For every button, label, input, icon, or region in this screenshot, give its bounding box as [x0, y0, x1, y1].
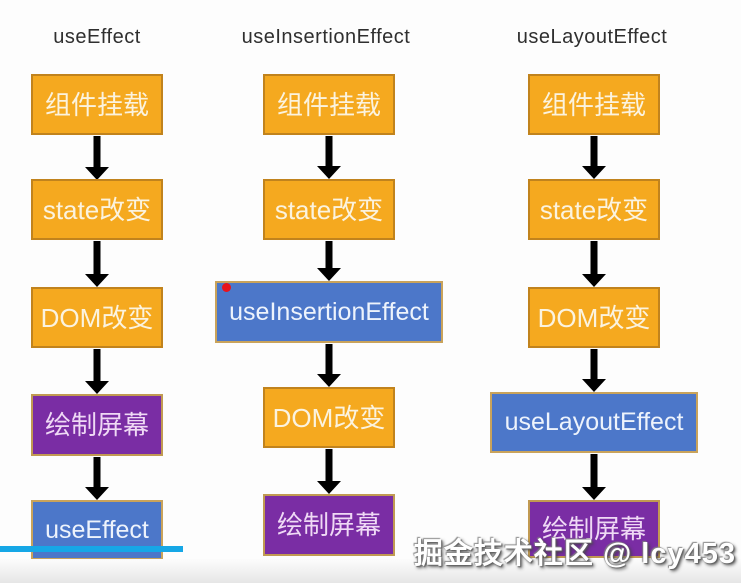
down-arrow-icon [582, 241, 606, 287]
arrow-stem [93, 349, 101, 381]
red-dot-marker [222, 283, 231, 292]
arrow-head [317, 166, 341, 179]
down-arrow-icon [317, 344, 341, 387]
box-dom-change: DOM改变 [31, 287, 163, 348]
box-state-change: state改变 [263, 179, 395, 240]
arrow-stem [93, 136, 101, 167]
down-arrow-icon [582, 136, 606, 179]
down-arrow-icon [582, 454, 606, 500]
down-arrow-icon [85, 349, 109, 394]
arrow-head [85, 167, 109, 180]
arrow-head [317, 268, 341, 281]
bottom-gray-strip [0, 559, 741, 583]
arrow-head [582, 166, 606, 179]
box-state-change: state改变 [31, 179, 163, 240]
box-dom-change: DOM改变 [263, 387, 395, 448]
box-dom-change: DOM改变 [528, 287, 660, 348]
arrow-head [317, 481, 341, 494]
down-arrow-icon [317, 241, 341, 281]
arrow-head [582, 487, 606, 500]
video-progress-bar[interactable] [0, 546, 183, 552]
arrow-head [85, 381, 109, 394]
down-arrow-icon [85, 136, 109, 180]
arrow-stem [590, 136, 598, 166]
arrow-stem [590, 454, 598, 487]
watermark: 掘金技术社区 @ lcy453 [413, 538, 736, 570]
box-component-mount: 组件挂载 [31, 74, 163, 135]
box-component-mount: 组件挂载 [263, 74, 395, 135]
arrow-stem [590, 241, 598, 274]
arrow-head [582, 274, 606, 287]
box-component-mount: 组件挂载 [528, 74, 660, 135]
arrow-stem [590, 349, 598, 379]
box-uselayouteffect: useLayoutEffect [490, 392, 698, 453]
arrow-head [317, 374, 341, 387]
box-paint-screen: 绘制屏幕 [528, 500, 660, 558]
arrow-stem [325, 344, 333, 374]
box-state-change: state改变 [528, 179, 660, 240]
arrow-stem [93, 457, 101, 487]
arrow-head [85, 487, 109, 500]
down-arrow-icon [317, 449, 341, 494]
box-paint-screen: 绘制屏幕 [263, 494, 395, 556]
column-title-useinsertioneffect: useInsertionEffect [241, 26, 411, 48]
arrow-stem [325, 241, 333, 268]
arrow-stem [325, 136, 333, 166]
arrow-head [582, 379, 606, 392]
arrow-head [85, 274, 109, 287]
arrow-stem [325, 449, 333, 481]
column-title-useeffect: useEffect [53, 26, 141, 48]
column-title-uselayouteffect: useLayoutEffect [516, 26, 668, 48]
down-arrow-icon [317, 136, 341, 179]
down-arrow-icon [582, 349, 606, 392]
arrow-stem [93, 241, 101, 274]
box-paint-screen: 绘制屏幕 [31, 394, 163, 456]
down-arrow-icon [85, 241, 109, 287]
box-useinsertioneffect: useInsertionEffect [215, 281, 443, 343]
down-arrow-icon [85, 457, 109, 500]
